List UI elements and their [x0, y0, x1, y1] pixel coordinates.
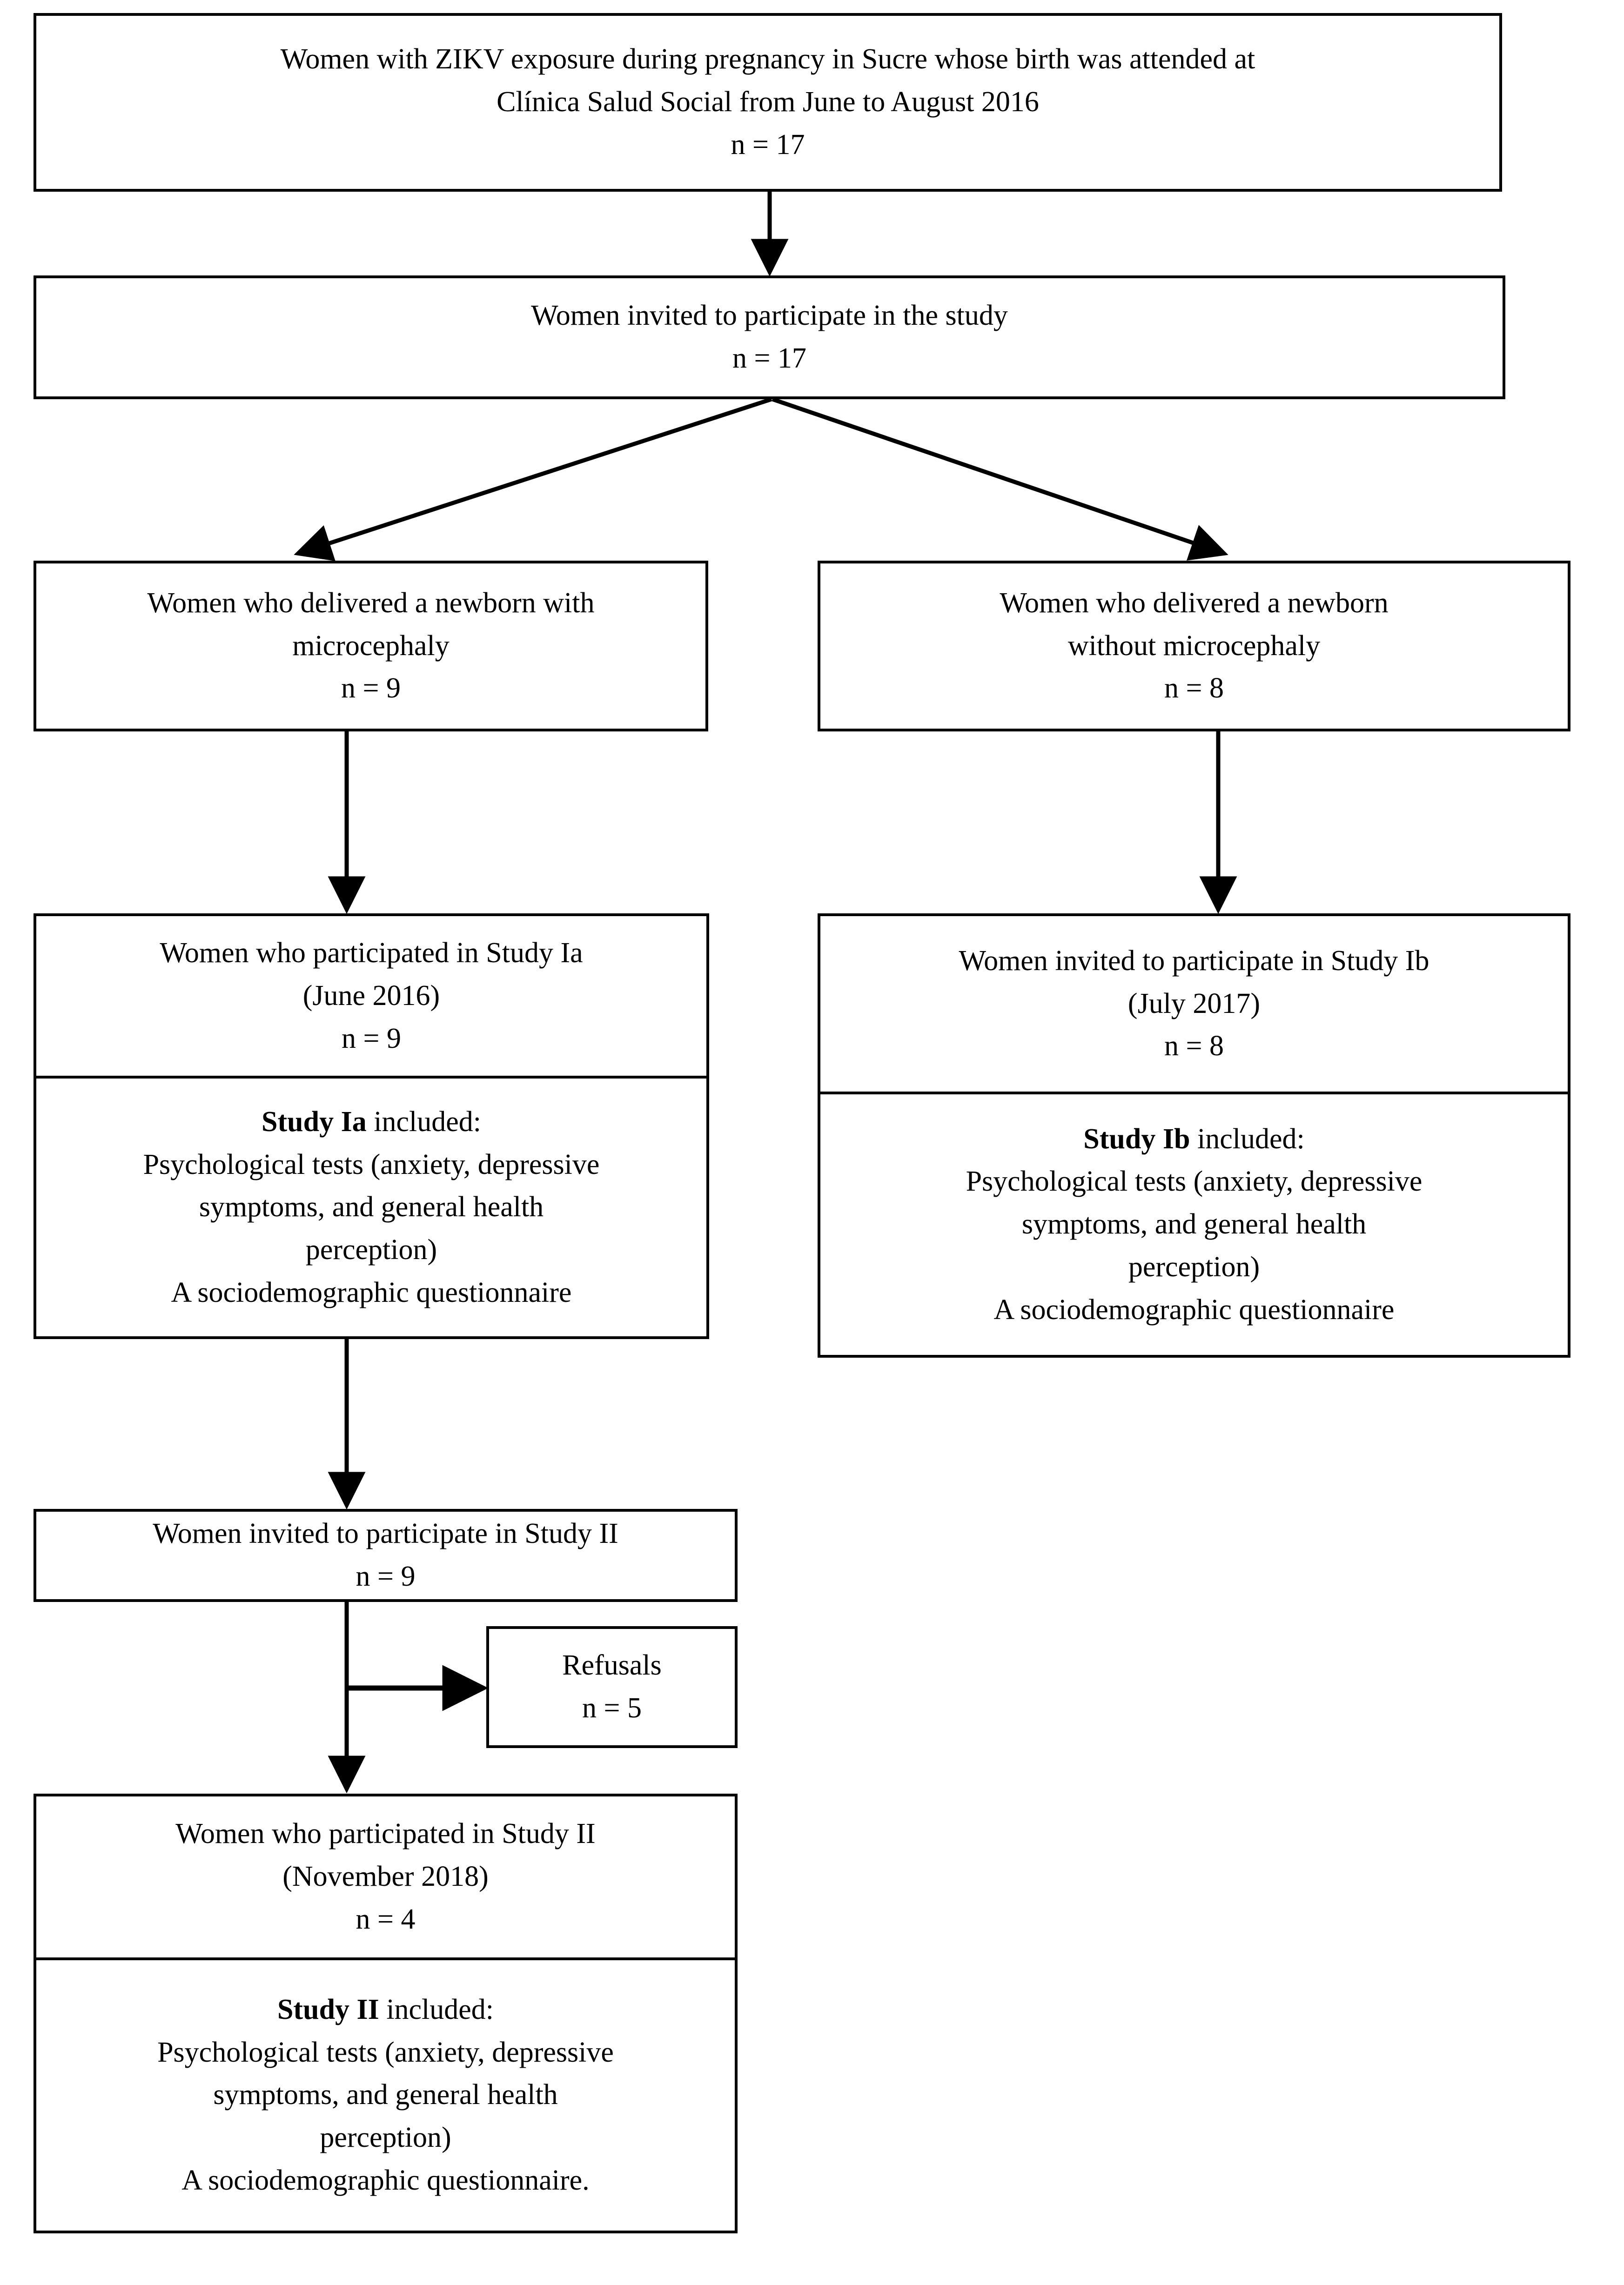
study-ii-item1-line1: Psychological tests (anxiety, depressive	[157, 2036, 614, 2068]
micro-yes-count: n = 9	[341, 672, 401, 704]
node-refusals[interactable]: Refusals n = 5	[486, 1626, 738, 1748]
study-ia-count: n = 9	[342, 1022, 401, 1054]
study-ib-contents: Study Ib included: Psychological tests (…	[820, 1092, 1568, 1355]
study-ii-included-rest: included:	[379, 1993, 494, 2025]
study-ib-item1-line1: Psychological tests (anxiety, depressive	[966, 1166, 1423, 1198]
node-study-ia[interactable]: Women who participated in Study Ia (June…	[34, 913, 709, 1339]
study-ib-item1-line2: symptoms, and general health	[1021, 1208, 1367, 1240]
study-ii-count: n = 4	[356, 1903, 416, 1935]
study-ia-item1-line3: perception)	[305, 1234, 437, 1266]
micro-no-count: n = 8	[1164, 672, 1224, 704]
study-ii-header: Women who participated in Study II (Nove…	[36, 1796, 735, 1957]
study-ib-included-rest: included:	[1190, 1123, 1305, 1155]
study-ii-invited-count: n = 9	[356, 1561, 416, 1592]
source-line-1: Women with ZIKV exposure during pregnanc…	[280, 43, 1255, 75]
micro-yes-line-2: microcephaly	[292, 630, 450, 662]
node-delivered-without-microcephaly[interactable]: Women who delivered a newborn without mi…	[818, 561, 1570, 731]
study-ib-item2: A sociodemographic questionnaire	[993, 1293, 1395, 1326]
arrow-invited-to-micro-no	[772, 397, 1228, 561]
node-source-population[interactable]: Women with ZIKV exposure during pregnanc…	[34, 13, 1502, 192]
study-ib-included-label: Study Ib included:	[1083, 1118, 1304, 1161]
study-ia-item2: A sociodemographic questionnaire	[171, 1276, 572, 1308]
node-invited-to-study[interactable]: Women invited to participate in the stud…	[34, 275, 1505, 399]
study-ib-line-1: Women invited to participate in Study Ib	[959, 945, 1429, 977]
source-count: n = 17	[731, 128, 805, 161]
study-ia-item1-line1: Psychological tests (anxiety, depressive	[143, 1148, 600, 1180]
arrow-invited-to-micro-yes	[294, 397, 772, 561]
study-ii-included-bold: Study II	[277, 1993, 379, 2025]
study-ia-contents: Study Ia included: Psychological tests (…	[36, 1076, 706, 1336]
study-ia-header: Women who participated in Study Ia (June…	[36, 916, 706, 1076]
micro-no-line-1: Women who delivered a newborn	[1000, 587, 1389, 619]
study-ib-item1-line3: perception)	[1128, 1251, 1260, 1283]
refusals-line-1: Refusals	[562, 1649, 662, 1682]
node-study-ib[interactable]: Women invited to participate in Study Ib…	[818, 913, 1570, 1358]
study-ii-line-1: Women who participated in Study II	[175, 1818, 596, 1850]
study-ii-included-label: Study II included:	[277, 1989, 494, 2031]
study-ii-line-2: (November 2018)	[282, 1860, 489, 1892]
study-ia-included-bold: Study Ia	[262, 1106, 367, 1138]
study-ib-count: n = 8	[1164, 1030, 1224, 1062]
study-ii-item2: A sociodemographic questionnaire.	[181, 2164, 590, 2196]
study-ii-contents: Study II included: Psychological tests (…	[36, 1957, 735, 2231]
node-study-ii-invited[interactable]: Women invited to participate in Study II…	[34, 1509, 738, 1602]
study-ii-item1-line3: perception)	[320, 2122, 451, 2154]
study-ia-line-1: Women who participated in Study Ia	[160, 937, 583, 969]
study-ib-line-2: (July 2017)	[1127, 987, 1261, 1019]
study-ii-item1-line2: symptoms, and general health	[213, 2079, 558, 2111]
node-study-ii-participated[interactable]: Women who participated in Study II (Nove…	[34, 1794, 738, 2233]
study-ib-included-bold: Study Ib	[1083, 1123, 1190, 1155]
invited-line-1: Women invited to participate in the stud…	[531, 300, 1008, 332]
study-ii-invited-line-1: Women invited to participate in Study II	[153, 1518, 618, 1550]
source-line-2: Clínica Salud Social from June to August…	[497, 86, 1039, 118]
micro-no-line-2: without microcephaly	[1067, 630, 1321, 662]
study-ia-included-label: Study Ia included:	[262, 1101, 481, 1144]
micro-yes-line-1: Women who delivered a newborn with	[147, 587, 595, 619]
study-ia-item1-line2: symptoms, and general health	[199, 1191, 544, 1223]
refusals-count: n = 5	[582, 1692, 642, 1724]
study-ia-line-2: (June 2016)	[302, 979, 440, 1012]
node-delivered-with-microcephaly[interactable]: Women who delivered a newborn with micro…	[34, 561, 708, 731]
study-ib-header: Women invited to participate in Study Ib…	[820, 916, 1568, 1092]
invited-count: n = 17	[732, 342, 806, 374]
study-ia-included-rest: included:	[366, 1106, 481, 1138]
